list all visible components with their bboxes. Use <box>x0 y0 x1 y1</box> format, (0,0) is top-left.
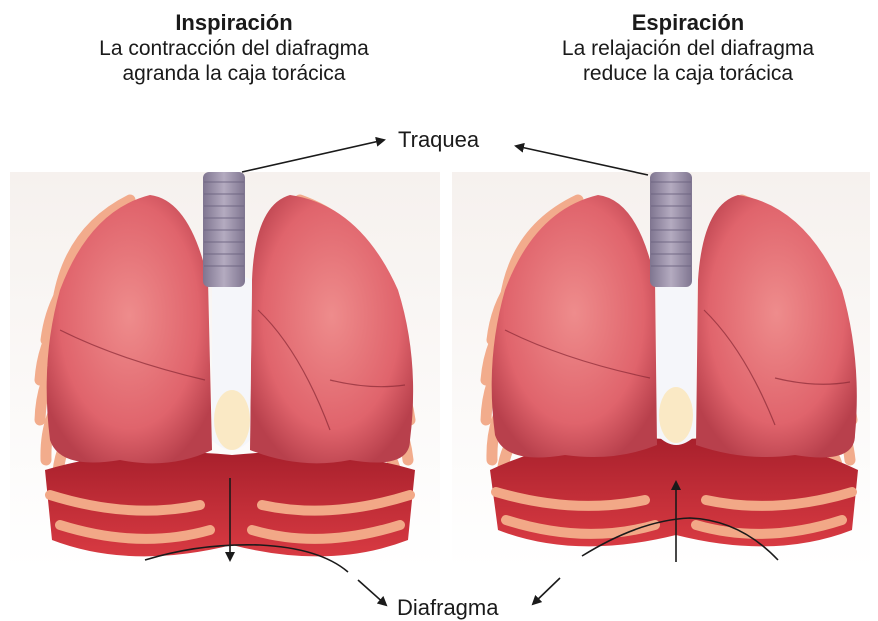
trachea-arrow-left <box>242 140 384 172</box>
diaphragm-label: Diafragma <box>397 596 498 620</box>
inspiration-desc-line1: La contracción del diafragma <box>54 36 414 61</box>
diaphragm-pointer-right <box>533 578 560 604</box>
diaphragm-pointer-left <box>358 580 386 605</box>
inspiration-title: Inspiración <box>54 10 414 36</box>
expiration-desc-line2: reduce la caja torácica <box>508 61 868 86</box>
expiration-desc-line1: La relajación del diafragma <box>508 36 868 61</box>
inspiration-caption: Inspiración La contracción del diafragma… <box>54 10 414 86</box>
trachea-label: Traquea <box>398 128 479 152</box>
expiration-title: Espiración <box>508 10 868 36</box>
expiration-caption: Espiración La relajación del diafragma r… <box>508 10 868 86</box>
trachea-arrow-right <box>516 146 648 175</box>
inspiration-desc-line2: agranda la caja torácica <box>54 61 414 86</box>
